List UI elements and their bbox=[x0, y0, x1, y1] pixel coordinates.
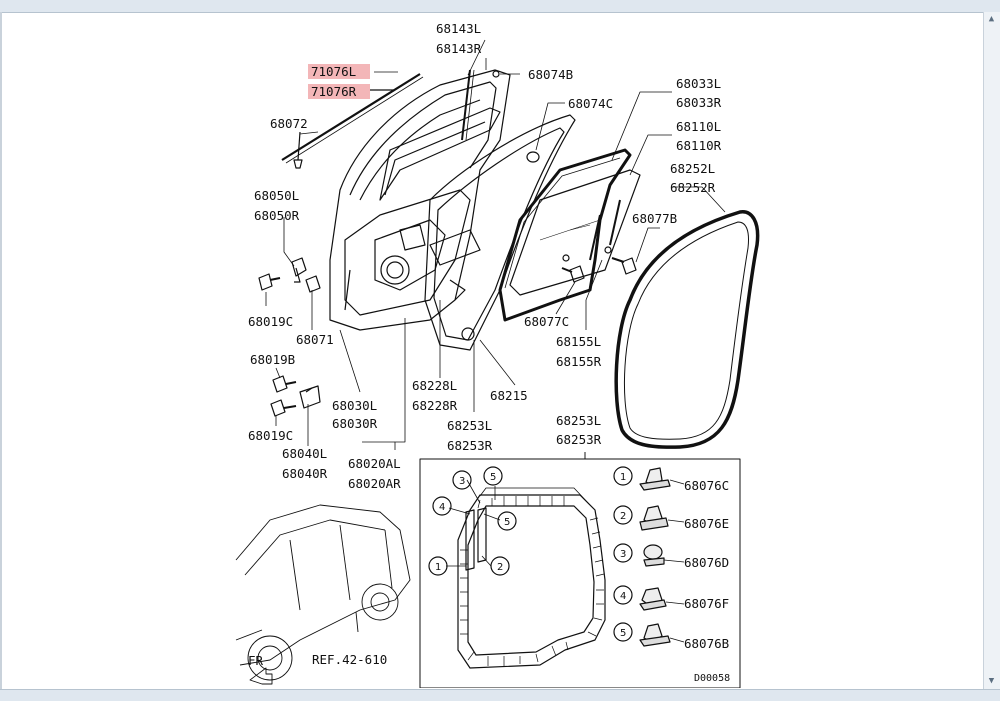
detail-box bbox=[419, 458, 741, 688]
hinge-68050 bbox=[291, 257, 307, 283]
callout-4-text: 4 bbox=[439, 502, 445, 513]
screw-68077b bbox=[611, 257, 637, 275]
label-68020al[interactable]: 68020AL bbox=[348, 456, 401, 471]
clip-legend-circle-3 bbox=[613, 543, 633, 563]
clip-68076d-icon bbox=[643, 544, 665, 567]
clip-legend-part-2[interactable]: 68076E bbox=[684, 516, 729, 531]
label-68033r[interactable]: 68033R bbox=[676, 95, 722, 110]
label-68253l-a[interactable]: 68253L bbox=[447, 418, 492, 433]
clip-legend-num-4: 4 bbox=[620, 591, 626, 602]
label-68050l[interactable]: 68050L bbox=[254, 188, 299, 203]
clip-legend-circle-5 bbox=[613, 622, 633, 642]
callout-2 bbox=[490, 556, 510, 576]
clip-legend-num-1: 1 bbox=[620, 472, 626, 483]
callout-5b bbox=[497, 511, 517, 531]
callout-5a-text: 5 bbox=[490, 472, 496, 483]
label-ref[interactable]: REF.42-610 bbox=[312, 652, 387, 667]
clip-legend-part-5[interactable]: 68076B bbox=[684, 636, 729, 651]
diagram-code: D00058 bbox=[694, 673, 730, 684]
callout-1 bbox=[428, 556, 448, 576]
highlight-71076r bbox=[308, 84, 370, 99]
clip-legend-num-3: 3 bbox=[620, 549, 626, 560]
label-68040r[interactable]: 68040R bbox=[282, 466, 328, 481]
highlight-71076l bbox=[308, 64, 370, 79]
bolt-68019b bbox=[272, 375, 297, 393]
callout-3 bbox=[452, 470, 472, 490]
label-68020ar[interactable]: 68020AR bbox=[348, 476, 401, 491]
scroll-up-arrow-icon[interactable]: ▲ bbox=[988, 14, 995, 24]
label-68071[interactable]: 68071 bbox=[296, 332, 334, 347]
clip-legend-circle-4 bbox=[613, 585, 633, 605]
callout-2-text: 2 bbox=[497, 562, 503, 573]
window-left-border bbox=[0, 12, 2, 689]
door-shell bbox=[329, 69, 511, 331]
callout-4 bbox=[432, 496, 452, 516]
clip-legend-part-3[interactable]: 68076D bbox=[684, 555, 729, 570]
label-68030l[interactable]: 68030L bbox=[332, 398, 377, 413]
label-68228r[interactable]: 68228R bbox=[412, 398, 458, 413]
label-68019c-lower[interactable]: 68019C bbox=[248, 428, 293, 443]
label-68155r[interactable]: 68155R bbox=[556, 354, 602, 369]
bolt-68019c-lower bbox=[270, 399, 297, 417]
label-68110l[interactable]: 68110L bbox=[676, 119, 721, 134]
label-71076l[interactable]: 71076L bbox=[311, 64, 356, 79]
label-fr: FR bbox=[248, 653, 264, 668]
label-68030r[interactable]: 68030R bbox=[332, 416, 378, 431]
label-71076r[interactable]: 71076R bbox=[311, 84, 357, 99]
label-68253r-a[interactable]: 68253R bbox=[447, 438, 493, 453]
clip-68076e-icon bbox=[639, 505, 669, 531]
label-68253l-b[interactable]: 68253L bbox=[556, 413, 601, 428]
weatherstrip-68033 bbox=[498, 148, 632, 322]
front-direction-arrow-icon bbox=[249, 667, 273, 685]
clip-legend-num-5: 5 bbox=[620, 628, 626, 639]
body-weatherstrip-68252 bbox=[614, 210, 760, 449]
label-68019c-upper[interactable]: 68019C bbox=[248, 314, 293, 329]
bolt-68019c bbox=[258, 273, 281, 291]
clip-68076f-icon bbox=[639, 587, 667, 611]
label-68215[interactable]: 68215 bbox=[490, 388, 528, 403]
label-68033l[interactable]: 68033L bbox=[676, 76, 721, 91]
label-68072[interactable]: 68072 bbox=[270, 116, 308, 131]
label-68040l[interactable]: 68040L bbox=[282, 446, 327, 461]
label-68143l[interactable]: 68143L bbox=[436, 21, 481, 36]
clip-legend-circle-1 bbox=[613, 466, 633, 486]
label-68252r[interactable]: 68252R bbox=[670, 180, 716, 195]
scroll-down-arrow-icon[interactable]: ▼ bbox=[988, 676, 995, 686]
nut-68071 bbox=[305, 275, 321, 293]
clip-legend-num-2: 2 bbox=[620, 511, 626, 522]
door-glass bbox=[509, 169, 641, 296]
label-68228l[interactable]: 68228L bbox=[412, 378, 457, 393]
parts-diagram: 71076L 71076R 68072 68143L 68143R 68074B… bbox=[235, 21, 760, 688]
label-68110r[interactable]: 68110R bbox=[676, 138, 722, 153]
moulding-strip bbox=[281, 73, 421, 161]
label-68253r-b[interactable]: 68253R bbox=[556, 432, 602, 447]
clip-legend-part-1[interactable]: 68076C bbox=[684, 478, 729, 493]
vertical-scrollbar[interactable] bbox=[983, 12, 1000, 689]
window-bottom-border bbox=[0, 689, 1000, 701]
label-68050r[interactable]: 68050R bbox=[254, 208, 300, 223]
label-68155l[interactable]: 68155L bbox=[556, 334, 601, 349]
label-68077c[interactable]: 68077C bbox=[524, 314, 569, 329]
callout-5a bbox=[483, 466, 503, 486]
vehicle-reference-sketch bbox=[235, 504, 411, 681]
clip-68076b-icon bbox=[639, 623, 671, 647]
label-68019b[interactable]: 68019B bbox=[250, 352, 295, 367]
clip-legend-circle-2 bbox=[613, 505, 633, 525]
clip-legend-part-4[interactable]: 68076F bbox=[684, 596, 729, 611]
clip-68076c-icon bbox=[639, 467, 671, 491]
screw-68077c bbox=[561, 265, 585, 283]
window-top-border bbox=[0, 0, 1000, 13]
hinge-68040 bbox=[299, 385, 321, 409]
callout-5b-text: 5 bbox=[504, 517, 510, 528]
label-68074c[interactable]: 68074C bbox=[568, 96, 613, 111]
label-68252l[interactable]: 68252L bbox=[670, 161, 715, 176]
label-68143r[interactable]: 68143R bbox=[436, 41, 482, 56]
label-68074b[interactable]: 68074B bbox=[528, 67, 573, 82]
label-68077b[interactable]: 68077B bbox=[632, 211, 677, 226]
callout-1-text: 1 bbox=[435, 562, 441, 573]
callout-3-text: 3 bbox=[459, 476, 465, 487]
